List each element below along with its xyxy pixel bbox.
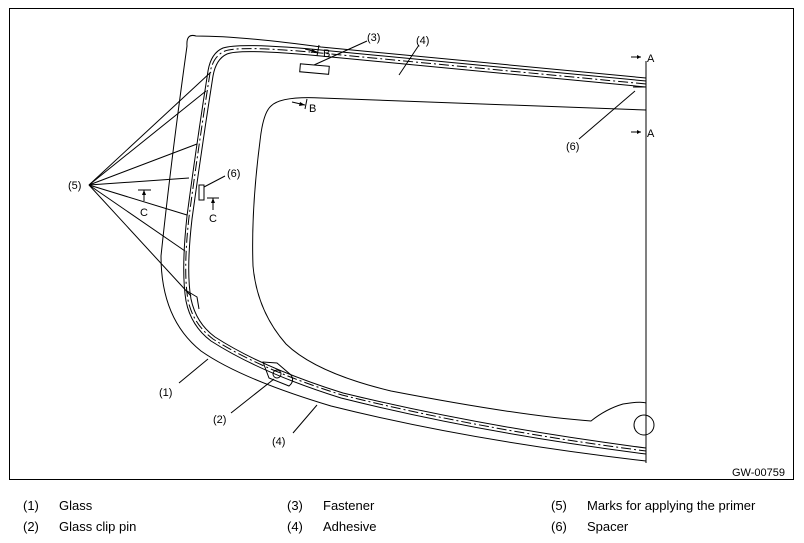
adhesive-bead-inner (188, 51, 647, 449)
glass-clip-pin (262, 361, 294, 387)
legend-text: Glass clip pin (59, 519, 137, 534)
section-arrow-a-mid (637, 130, 641, 134)
spacer-left (198, 184, 205, 201)
fastener (299, 63, 330, 75)
section-label-b-inner: B (309, 103, 316, 115)
section-label-a-mid: A (647, 128, 655, 140)
callout-1: (1) (159, 387, 172, 399)
callout-6-right: (6) (566, 141, 579, 153)
legend-text: Glass (59, 498, 93, 513)
legend-num: (5) (551, 498, 567, 513)
glass-outer-edge (160, 35, 647, 462)
legend-text: Adhesive (323, 519, 377, 534)
diagram-frame: (3) (4) A B B A (6) (6) (5) C C (1) (2) … (9, 8, 794, 480)
section-label-c-right: C (209, 213, 217, 225)
rear-glass-diagram: (3) (4) A B B A (6) (6) (5) C C (1) (2) … (68, 32, 785, 479)
legend-num: (6) (551, 519, 567, 534)
legend-text: Fastener (323, 498, 375, 513)
callout-6-left: (6) (227, 168, 240, 180)
bolt-hole (633, 414, 655, 436)
callout-3: (3) (367, 32, 380, 44)
callout-2: (2) (213, 414, 226, 426)
adhesive-bead-outer (183, 45, 647, 455)
callout-5: (5) (68, 180, 81, 192)
adhesive-bead-centerline (185, 48, 647, 452)
primer-mark-leaders (88, 71, 212, 297)
legend-text: Spacer (587, 519, 629, 534)
legend-num: (1) (23, 498, 39, 513)
primer-mark-bracket (186, 290, 200, 310)
section-label-c-left: C (140, 207, 148, 219)
section-label-b-top: B (323, 48, 330, 60)
legend-num: (3) (287, 498, 303, 513)
callout-4-bottom: (4) (272, 436, 285, 448)
legend-num: (4) (287, 519, 303, 534)
callout-4-top: (4) (416, 35, 429, 47)
legend-num: (2) (23, 519, 39, 534)
section-label-a-top: A (647, 53, 655, 65)
glass-inner-border (252, 97, 647, 422)
legend-text: Marks for applying the primer (587, 498, 756, 513)
figure-code: GW-00759 (732, 467, 785, 479)
section-arrow-a-top (637, 55, 641, 59)
